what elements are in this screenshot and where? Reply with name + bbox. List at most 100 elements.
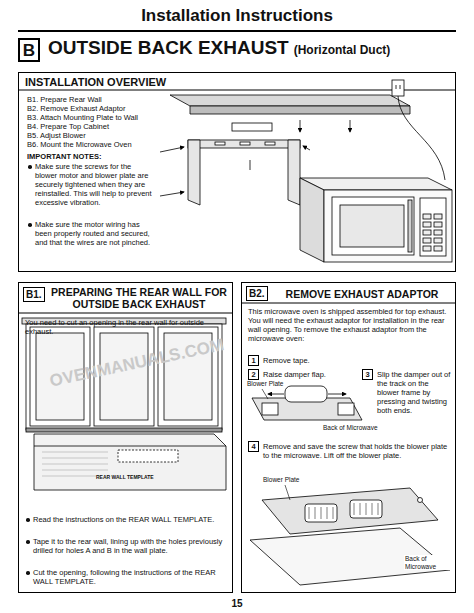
- panel-heading: INSTALLATION OVERVIEW: [25, 76, 275, 89]
- part-label: Blower Plate: [262, 476, 301, 484]
- damper-illustration-part: [262, 389, 268, 399]
- control-keys-part: [423, 238, 431, 243]
- page-rules-part: [18, 90, 456, 91]
- section-title: OUTSIDE BACK EXHAUST: [48, 37, 289, 59]
- intro-text: This microwave oven is shipped assembled…: [248, 307, 449, 343]
- step-badge: B1.: [23, 287, 45, 302]
- part-label: Back of Microwave: [404, 555, 452, 570]
- overview-illustration-part: [300, 178, 452, 190]
- cabinet-illustration-part: [34, 434, 226, 490]
- blower-grill-part: [378, 503, 379, 515]
- control-keys-part: [434, 230, 442, 235]
- overview-illustration-part: [303, 146, 310, 150]
- overview-illustration-part: [408, 200, 412, 252]
- overview-illustration-part: [188, 140, 200, 205]
- control-keys-part: [423, 214, 431, 219]
- cabinet-illustration: [22, 318, 226, 490]
- cabinet-illustration-part: [118, 450, 178, 462]
- page-rules-part: [18, 30, 456, 32]
- blower-plate-illustration: [250, 485, 450, 585]
- step-panel: B2. REMOVE EXHAUST ADAPTOR This microwave …: [241, 282, 456, 593]
- overview-illustration-part: [250, 160, 251, 170]
- section-letter-box: B: [18, 38, 40, 62]
- intro-text: You need to cut an opening in the rear w…: [25, 318, 225, 336]
- step-text: Remove tape.: [263, 356, 443, 365]
- blower-plate-illustration-part: [285, 485, 290, 500]
- overview-illustration-part: [392, 80, 404, 96]
- page-number: 15: [0, 598, 474, 610]
- overview-illustration-part: [288, 140, 300, 205]
- overview-illustration-part: [170, 95, 410, 106]
- overview-illustration-part: [232, 123, 272, 131]
- blower-grill-part: [309, 507, 310, 519]
- damper-illustration-part: [268, 394, 284, 395]
- blower-plate-illustration-part: [418, 498, 423, 503]
- overview-illustration-part: [332, 197, 414, 255]
- step-panel: B1. PREPARING THE REAR WALL FOR OUTSIDE B…: [18, 282, 233, 593]
- control-keys-part: [423, 230, 431, 235]
- control-keys-part: [423, 246, 431, 251]
- control-keys: [423, 214, 442, 251]
- overview-illustration-part: [190, 106, 410, 114]
- page-rules: [18, 31, 456, 313]
- instruction-bullet: Read the instructions on the REAR WALL T…: [25, 515, 227, 524]
- overview-illustration-part: [420, 198, 446, 256]
- blower-grill-part: [360, 503, 361, 515]
- damper-illustration: [252, 386, 362, 420]
- overview-illustration-part: [396, 85, 397, 89]
- blower-plate-illustration-part: [350, 500, 382, 518]
- template-print-lines-part: [42, 452, 108, 453]
- template-print-lines-part: [42, 470, 108, 471]
- template-print-lines-part: [42, 458, 108, 459]
- part-label: Back of Microwave: [322, 424, 379, 432]
- overview-illustration-part: [160, 192, 184, 196]
- damper-illustration-part: [262, 403, 278, 415]
- step-heading: REMOVE EXHAUST ADAPTOR: [272, 288, 452, 300]
- overview-panel: INSTALLATION OVERVIEW B1. Prepare Rear Wa…: [18, 72, 456, 272]
- step-item: B3. Attach Mounting Plate to Wall: [27, 113, 167, 122]
- overview-illustration-part: [300, 120, 301, 132]
- overview-illustration-part: [340, 205, 404, 247]
- overview-illustration-part: [350, 120, 351, 132]
- callout-number: 1: [248, 355, 259, 366]
- cabinet-illustration-part: [34, 446, 226, 447]
- step-text: Slip the damper out of the track on the …: [377, 370, 451, 415]
- step-text: Remove and save the screw that holds the…: [263, 442, 451, 460]
- step-item: B6. Mount the Microwave Oven: [27, 140, 167, 149]
- overview-illustration: [160, 80, 452, 262]
- cabinet-illustration-part: [26, 428, 222, 432]
- step-badge: B2.: [246, 286, 268, 301]
- control-keys-part: [434, 222, 442, 227]
- overview-illustration-part: [215, 142, 225, 145]
- blower-grill-part: [327, 507, 328, 519]
- note-bullet: Make sure the motor wiring has been prop…: [27, 220, 155, 247]
- callout-number: 2: [248, 369, 259, 380]
- control-keys-part: [434, 214, 442, 219]
- overview-illustration-part: [398, 96, 445, 180]
- note-bullet: Make sure the screws for the blower moto…: [27, 162, 155, 207]
- section-heading: OUTSIDE BACK EXHAUST(Horizontal Duct): [48, 37, 390, 59]
- template-label: REAR WALL TEMPLATE: [96, 474, 154, 480]
- instruction-bullet: Tape it to the rear wall, lining up with…: [25, 537, 227, 555]
- overview-illustration-part: [160, 147, 184, 152]
- blower-grill-part: [315, 507, 316, 519]
- blower-grill-part: [333, 507, 334, 519]
- callout-number: 4: [248, 441, 259, 452]
- blower-grill-part: [354, 503, 355, 515]
- page-rules-part: [241, 303, 456, 304]
- overview-illustration-part: [400, 85, 401, 89]
- template-print-lines: [42, 452, 108, 476]
- notes-heading: IMPORTANT NOTES:: [27, 152, 167, 161]
- step-heading: PREPARING THE REAR WALL FOR OUTSIDE BACK…: [49, 286, 229, 310]
- step-item: B2. Remove Exhaust Adaptor: [27, 104, 167, 113]
- control-keys-part: [434, 238, 442, 243]
- step-item: B1. Prepare Rear Wall: [27, 95, 167, 104]
- template-print-lines-part: [42, 464, 108, 465]
- blower-grill-part: [366, 503, 367, 515]
- overview-illustration-part: [300, 178, 324, 262]
- page-header: Installation Instructions: [0, 6, 474, 26]
- control-keys-part: [434, 246, 442, 251]
- control-keys-part: [423, 222, 431, 227]
- page-rules-part: [18, 313, 233, 314]
- overview-illustration-part: [240, 142, 250, 145]
